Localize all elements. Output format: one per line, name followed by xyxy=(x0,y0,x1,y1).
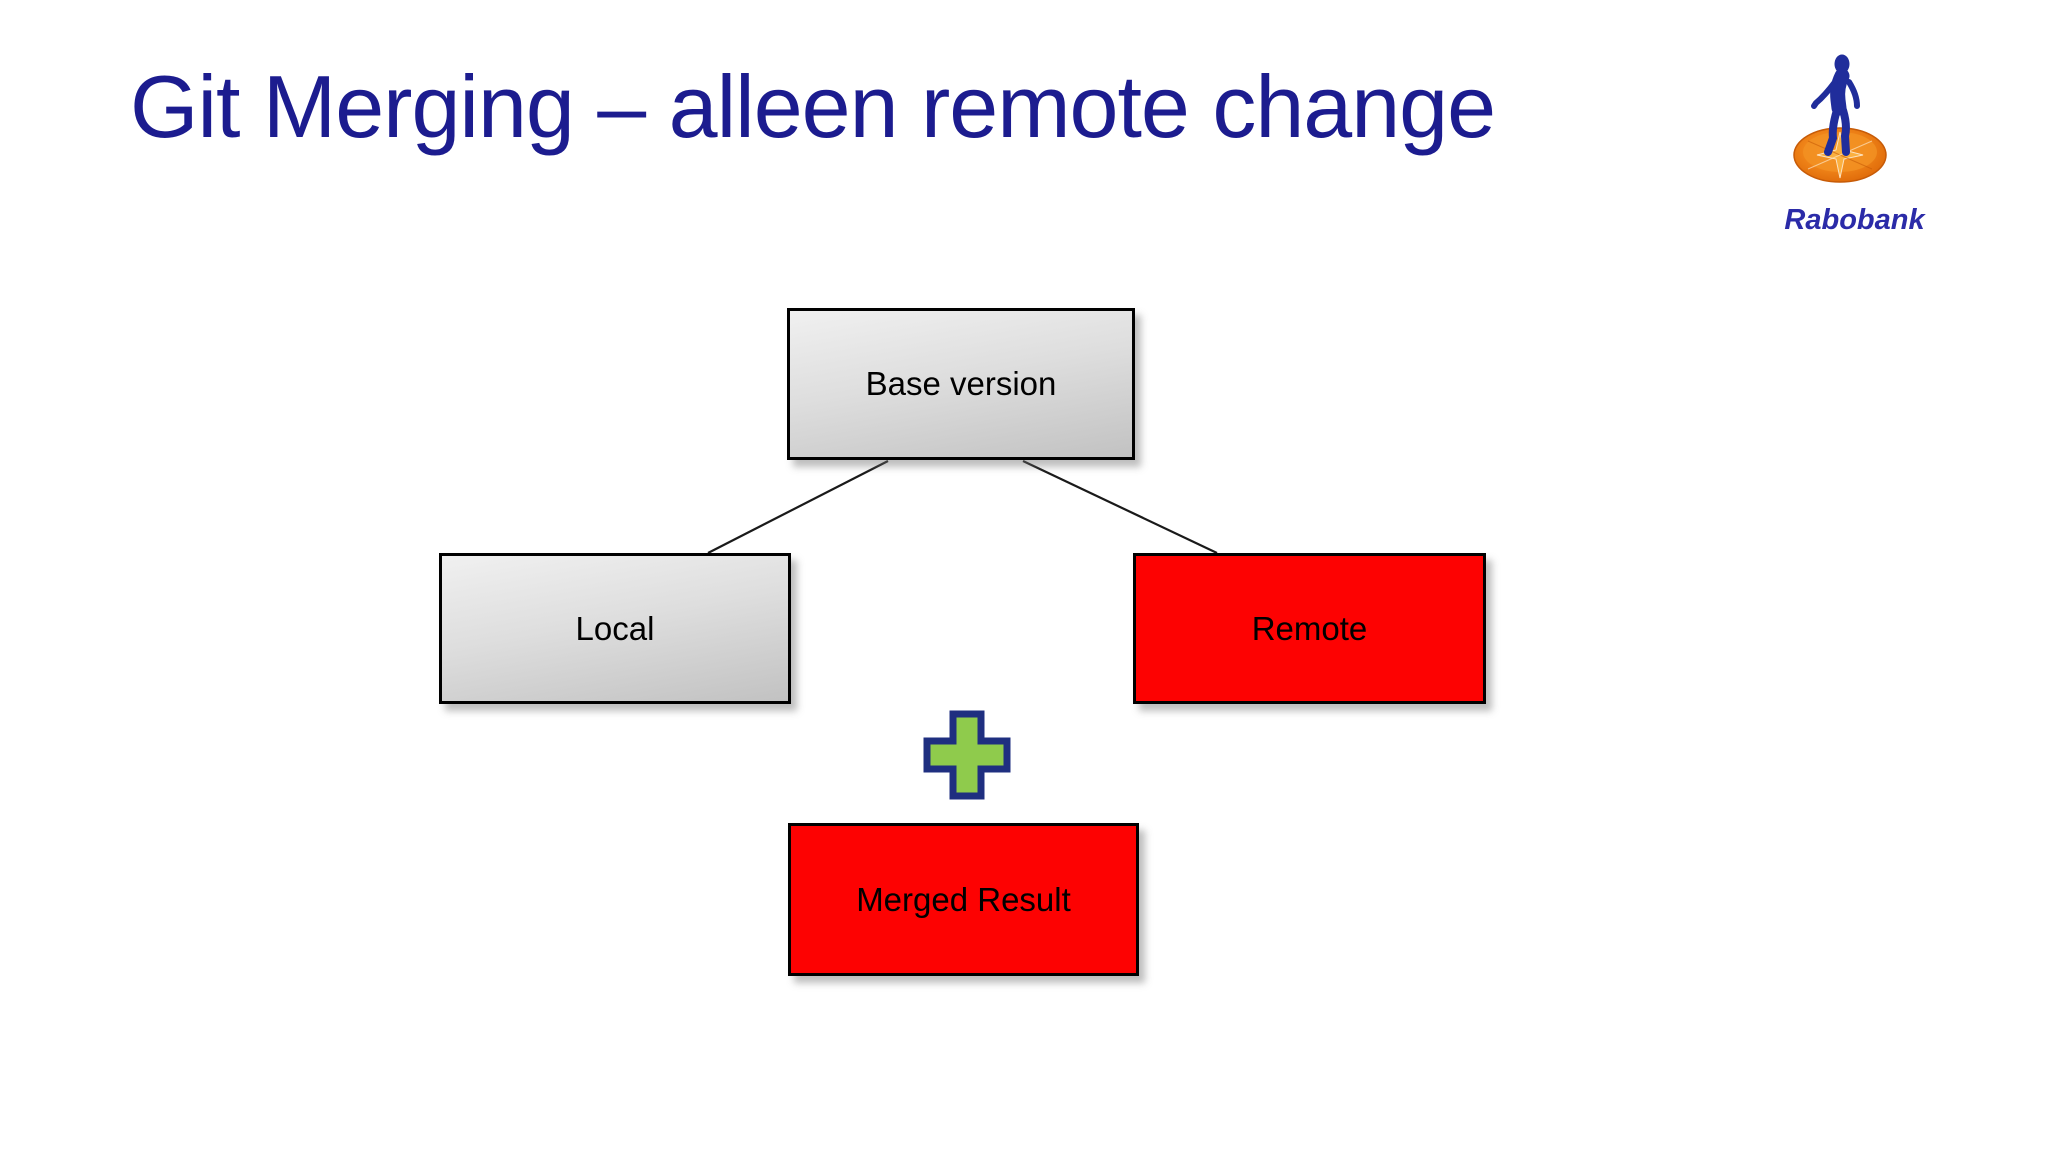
edge-base-to-remote xyxy=(1022,460,1218,554)
node-merged-result-label: Merged Result xyxy=(856,880,1071,918)
node-remote: Remote xyxy=(1133,553,1486,704)
slide-title: Git Merging – alleen remote change xyxy=(130,57,1496,156)
node-local: Local xyxy=(439,553,791,704)
edge-base-to-local xyxy=(707,460,889,554)
rabobank-wordmark: Rabobank xyxy=(1784,204,1925,236)
plus-icon xyxy=(919,708,1015,802)
node-base-version: Base version xyxy=(787,308,1135,460)
node-base-version-label: Base version xyxy=(865,365,1057,402)
rabobank-compass-figure-icon xyxy=(1793,54,1887,183)
rabobank-logo: Rabobank xyxy=(1772,38,1937,237)
node-remote-label: Remote xyxy=(1251,609,1368,647)
node-local-label: Local xyxy=(575,609,655,647)
node-merged-result: Merged Result xyxy=(788,823,1139,976)
